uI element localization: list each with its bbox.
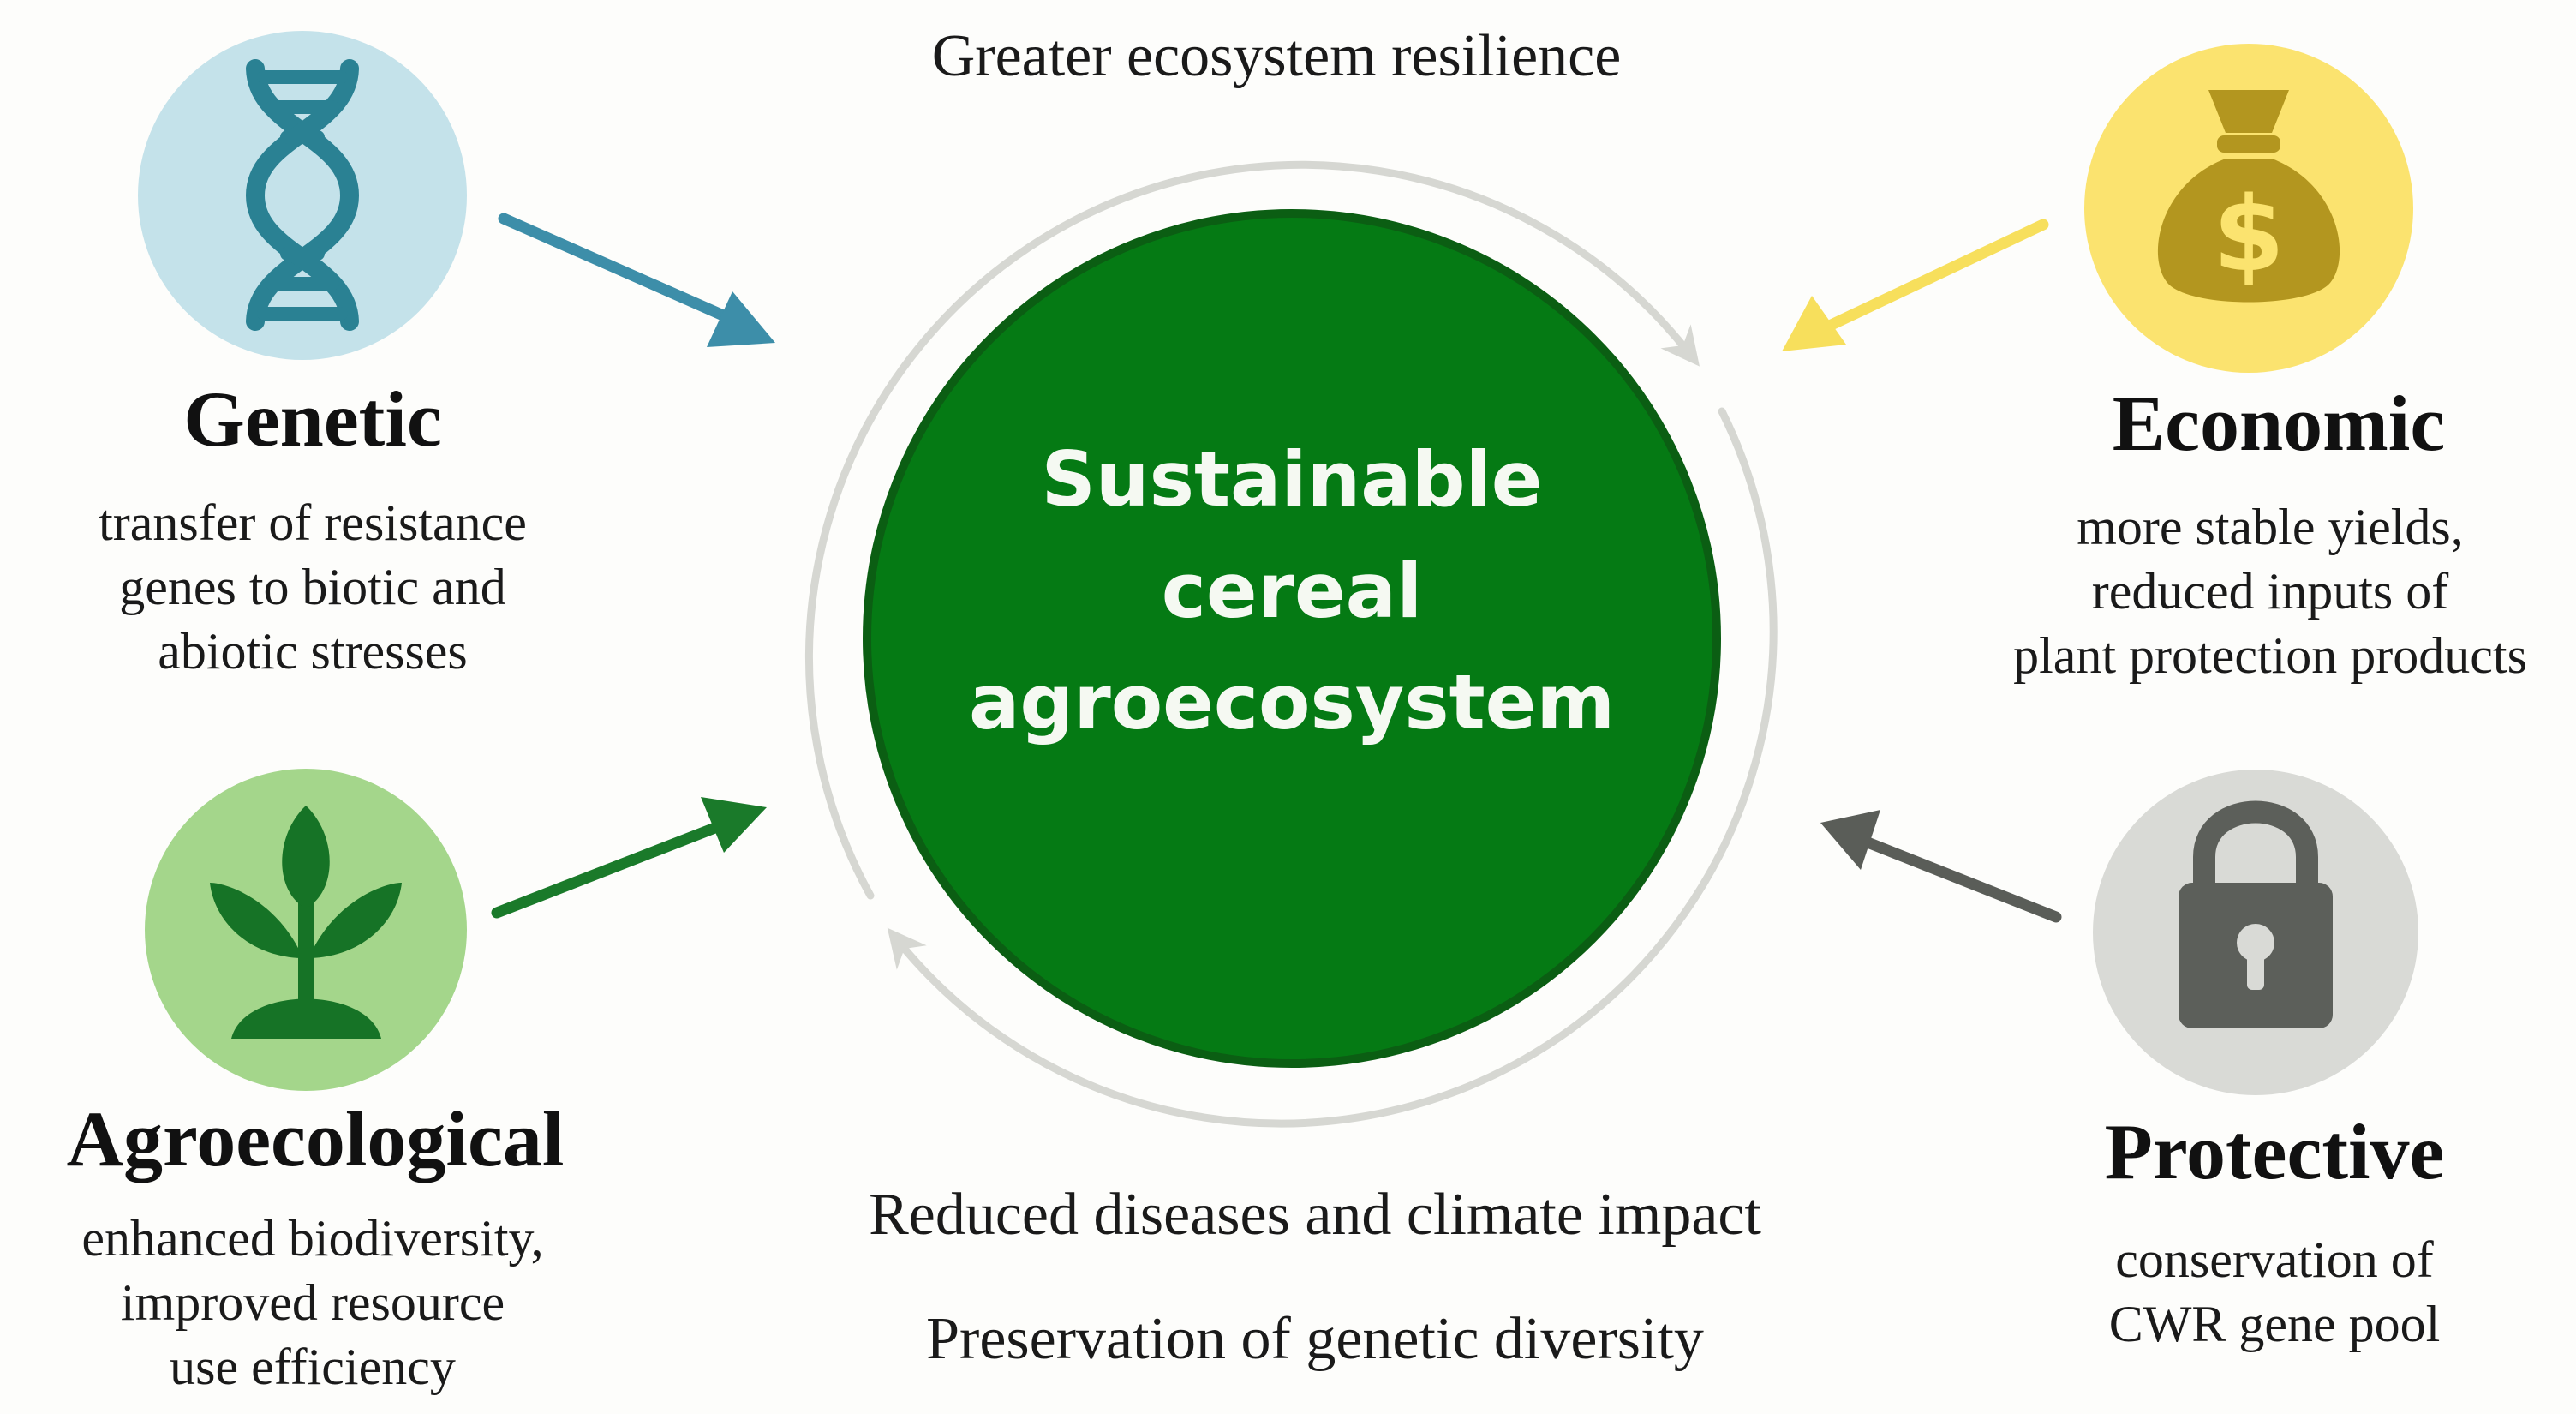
cycle-ring <box>805 160 1778 1128</box>
central-title-line-3: agroecosystem <box>969 658 1615 746</box>
factor-economic: $ Economic more stable yields, reduced i… <box>2013 44 2527 684</box>
arrow-agroecological <box>491 797 767 919</box>
dna-icon <box>245 59 360 331</box>
genetic-title: Genetic <box>183 375 441 463</box>
money-bag-icon: $ <box>2157 90 2340 303</box>
protective-desc-line-1: conservation of <box>2115 1231 2434 1288</box>
arrow-protective <box>1820 810 2062 923</box>
agroecological-desc-line-1: enhanced biodiversity, <box>81 1210 543 1267</box>
genetic-desc-line-1: transfer of resistance <box>99 494 527 551</box>
economic-desc-line-1: more stable yields, <box>2077 499 2464 555</box>
factor-arrows <box>491 213 2062 923</box>
economic-desc-line-2: reduced inputs of <box>2092 563 2449 620</box>
central-circle <box>863 209 1721 1068</box>
cycle-arc-top <box>805 160 1700 900</box>
plant-sprout-icon <box>210 806 402 1039</box>
cycle-label-bottom-2: Preservation of genetic diversity <box>926 1306 1704 1372</box>
factor-protective: Protective conservation of CWR gene pool <box>2093 770 2444 1352</box>
factor-genetic: Genetic transfer of resistance genes to … <box>99 31 527 680</box>
agroecological-desc-line-3: use efficiency <box>170 1339 456 1395</box>
agroecological-title: Agroecological <box>67 1095 565 1183</box>
factor-agroecological: Agroecological enhanced biodiversity, im… <box>67 769 565 1395</box>
protective-desc-line-2: CWR gene pool <box>2109 1296 2441 1352</box>
central-title-line-2: cereal <box>1162 547 1422 635</box>
arrow-genetic <box>498 213 775 347</box>
genetic-icon-circle <box>138 31 467 360</box>
economic-desc-line-3: plant protection products <box>2013 627 2527 684</box>
genetic-desc-line-3: abiotic stresses <box>158 623 468 680</box>
protective-title: Protective <box>2105 1108 2445 1195</box>
central-title-line-1: Sustainable <box>1042 435 1543 524</box>
genetic-desc-line-2: genes to biotic and <box>119 559 506 615</box>
economic-title: Economic <box>2113 380 2445 467</box>
cycle-label-bottom-1: Reduced diseases and climate impact <box>869 1182 1761 1248</box>
cycle-label-top: Greater ecosystem resilience <box>932 23 1622 89</box>
arrow-economic <box>1782 219 2049 351</box>
agroecological-desc-line-2: improved resource <box>121 1274 505 1331</box>
central-node: Sustainable cereal agroecosystem <box>863 209 1721 1068</box>
padlock-icon <box>2179 800 2333 1028</box>
cycle-arc-bottom <box>887 407 1778 1128</box>
dollar-sign: $ <box>2213 176 2285 295</box>
